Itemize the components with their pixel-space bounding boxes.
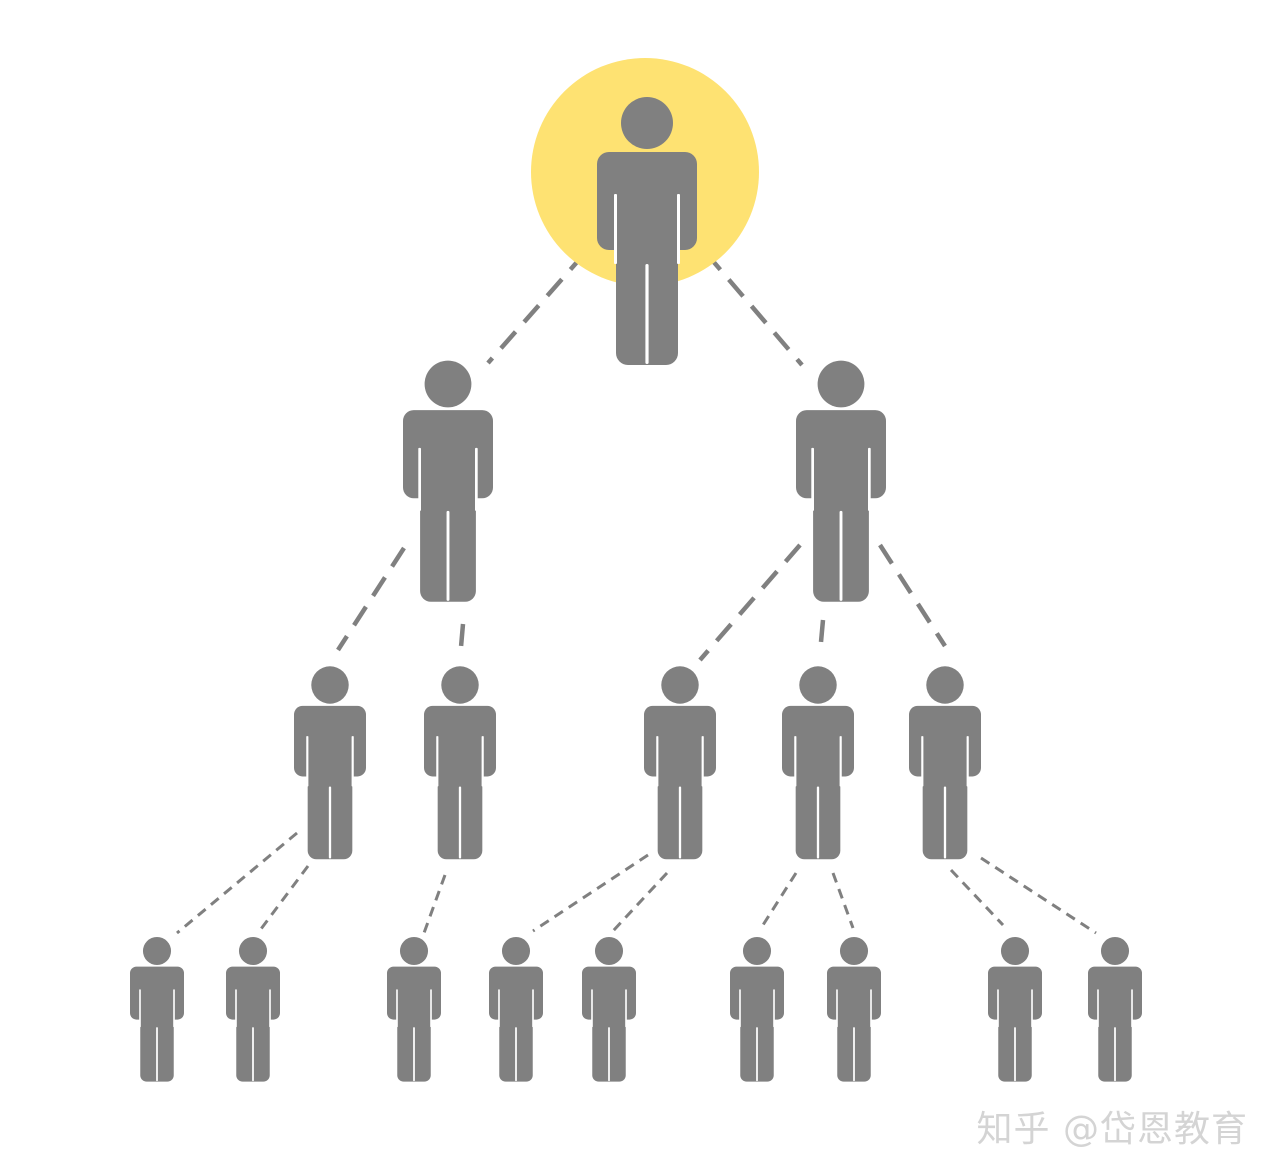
connector-line: [532, 853, 649, 933]
connector-line: [949, 868, 1005, 927]
connector-line: [980, 856, 1097, 935]
person-icon-level3: [1088, 936, 1142, 1082]
connector-line: [611, 871, 669, 933]
connector-line: [698, 543, 802, 662]
person-icon-level3: [489, 936, 543, 1082]
watermark-text: 知乎 @岱恩教育: [976, 1109, 1248, 1150]
connector-line: [336, 546, 406, 652]
person-icon-level2: [644, 666, 716, 860]
person-icon-level3: [226, 936, 280, 1082]
connector-lines: [176, 251, 1097, 935]
connector-line: [422, 874, 447, 934]
person-icon-level1: [403, 360, 493, 602]
person-icon-level2: [424, 666, 496, 860]
connector-line: [486, 251, 587, 365]
connector-line: [176, 831, 298, 935]
person-icon-level2: [909, 666, 981, 860]
person-icon-top: [597, 97, 697, 365]
connector-line: [458, 623, 466, 648]
connector-line: [818, 619, 826, 643]
connector-line: [256, 865, 310, 934]
connector-line: [761, 872, 798, 926]
person-icon-level3: [827, 936, 881, 1082]
connector-line: [878, 543, 947, 648]
person-icon-level3: [387, 936, 441, 1082]
person-icon-level3: [582, 936, 636, 1082]
person-icon-level2: [782, 666, 854, 860]
person-icon-level3: [730, 936, 784, 1082]
person-icon-level2: [294, 666, 366, 860]
person-icon-level3: [130, 936, 184, 1082]
person-icon-level1: [796, 360, 886, 602]
person-icon-level3: [988, 936, 1042, 1082]
people-figures: [130, 58, 1142, 1082]
connector-line: [704, 251, 804, 367]
connector-line: [831, 872, 855, 929]
